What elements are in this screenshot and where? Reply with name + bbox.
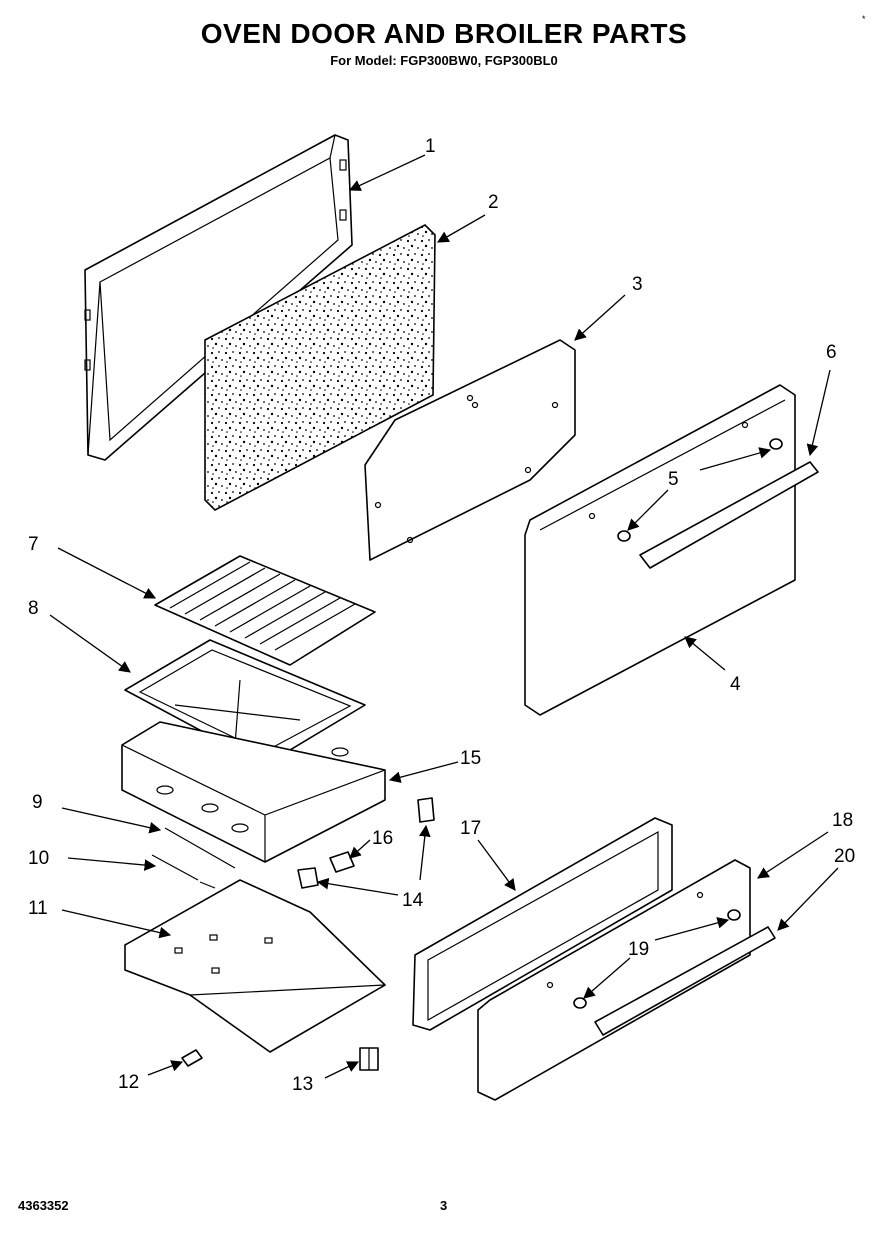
part-broiler-plate xyxy=(124,879,386,1053)
callout-7: 7 xyxy=(28,534,39,555)
callout-9: 9 xyxy=(32,792,43,813)
document-number: 4363352 xyxy=(18,1198,69,1213)
part-hinge-plate xyxy=(359,1047,379,1071)
part-door-frame xyxy=(84,134,353,461)
part-bracket-lower xyxy=(297,867,319,889)
part-drawer-handle xyxy=(573,909,776,1036)
callout-labels: 1 2 3 4 5 6 7 8 9 10 11 12 13 14 15 16 1… xyxy=(28,136,855,1095)
callout-8: 8 xyxy=(28,598,39,619)
page-title: OVEN DOOR AND BROILER PARTS xyxy=(200,18,688,49)
callout-6: 6 xyxy=(826,342,837,363)
part-inner-panel xyxy=(364,339,576,561)
part-bracket-upper xyxy=(417,797,435,823)
corner-mark: * xyxy=(862,14,866,24)
part-spring xyxy=(151,854,216,889)
part-fastener xyxy=(181,1049,203,1067)
callout-5: 5 xyxy=(668,469,679,490)
callout-3: 3 xyxy=(632,274,643,295)
callout-11: 11 xyxy=(28,898,48,919)
callout-15: 15 xyxy=(460,748,481,769)
callout-4: 4 xyxy=(730,674,741,695)
part-drawer-front-frame xyxy=(412,817,673,1031)
callout-19: 19 xyxy=(628,939,649,960)
callout-13: 13 xyxy=(292,1074,313,1095)
part-drawer-front-panel xyxy=(477,859,751,1101)
callout-20: 20 xyxy=(834,846,855,867)
callout-2: 2 xyxy=(488,192,499,213)
part-broiler-grid xyxy=(154,555,376,666)
part-clip xyxy=(329,851,355,873)
callout-1: 1 xyxy=(425,136,436,157)
callout-17: 17 xyxy=(460,818,481,839)
callout-12: 12 xyxy=(118,1072,139,1093)
model-subtitle: For Model: FGP300BW0, FGP300BL0 xyxy=(330,53,558,68)
callout-16: 16 xyxy=(372,828,393,849)
callout-14: 14 xyxy=(402,890,424,911)
page-number: 3 xyxy=(440,1198,448,1213)
callout-10: 10 xyxy=(28,848,49,869)
part-broiler-drawer-body xyxy=(121,721,386,863)
callout-18: 18 xyxy=(832,810,853,831)
leader-lines xyxy=(49,154,839,1079)
part-handle xyxy=(617,438,819,569)
part-rod xyxy=(164,827,236,869)
part-insulation xyxy=(204,224,436,511)
